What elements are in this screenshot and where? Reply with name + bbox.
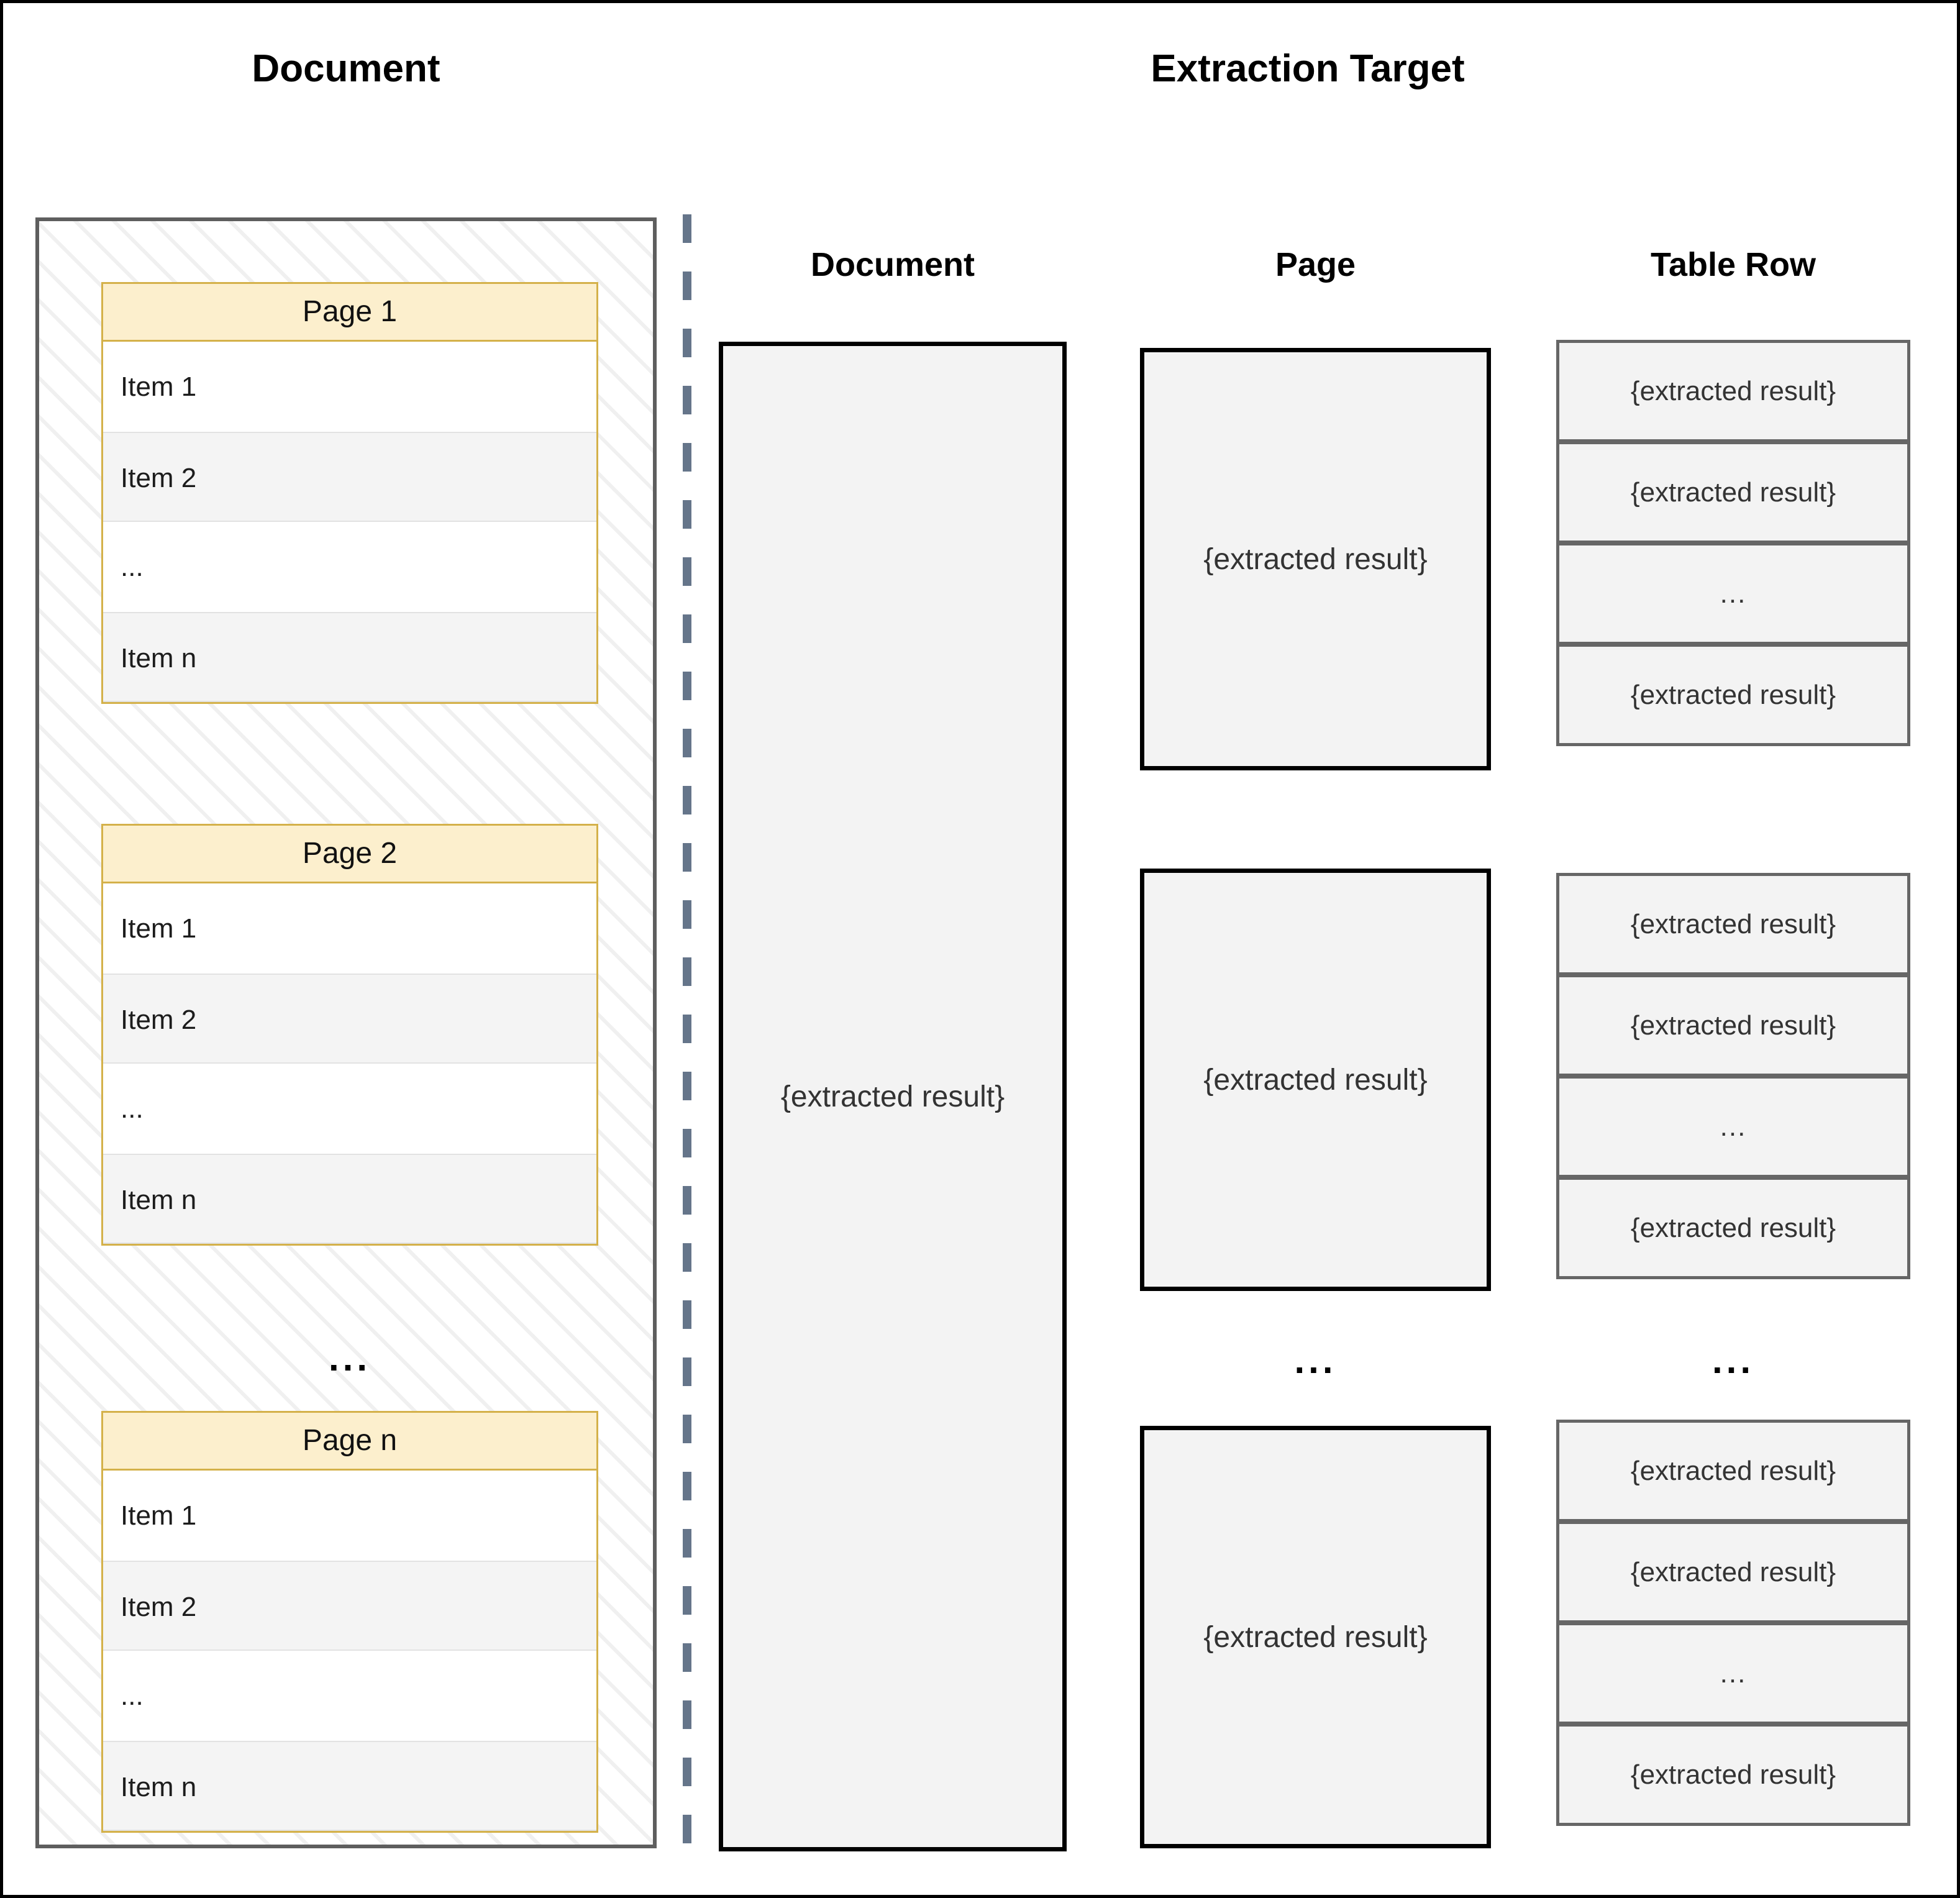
table-row-extraction-group: {extracted result} {extracted result} ..… — [1556, 340, 1910, 746]
table-row-cell: {extracted result} — [1556, 441, 1910, 544]
page-column-ellipsis: ... — [1294, 1339, 1337, 1381]
page-extraction-box: {extracted result} — [1140, 869, 1491, 1291]
table-row-cell: {extracted result} — [1556, 1723, 1910, 1826]
page-item-row: Item 2 — [103, 432, 596, 522]
extracted-result-text: {extracted result} — [1203, 1620, 1428, 1654]
document-pages-ellipsis: ... — [328, 1337, 371, 1379]
table-row-cell: {extracted result} — [1556, 1521, 1910, 1623]
table-row-cell-ellipsis: ... — [1556, 1075, 1910, 1178]
page-item-row: Item n — [103, 1154, 596, 1244]
page-extraction-box: {extracted result} — [1140, 348, 1491, 770]
page-item-row: Item 1 — [103, 883, 596, 974]
page-item-row: Item 1 — [103, 1471, 596, 1561]
page-item-row: Item 1 — [103, 342, 596, 432]
table-row-cell-ellipsis: ... — [1556, 1622, 1910, 1725]
extracted-result-text: {extracted result} — [1203, 542, 1428, 576]
table-row-cell: {extracted result} — [1556, 644, 1910, 746]
page-block-header: Page 1 — [103, 284, 596, 342]
column-header-page: Page — [1275, 246, 1356, 283]
table-row-extraction-group: {extracted result} {extracted result} ..… — [1556, 1420, 1910, 1826]
column-header-table-row: Table Row — [1650, 246, 1816, 283]
page-block-header: Page n — [103, 1413, 596, 1471]
page-item-row-ellipsis: ... — [103, 1064, 596, 1154]
document-extraction-box: {extracted result} — [719, 342, 1067, 1851]
page-title-extraction-target: Extraction Target — [1151, 47, 1465, 90]
extracted-result-text: {extracted result} — [1203, 1063, 1428, 1097]
table-row-cell: {extracted result} — [1556, 340, 1910, 442]
table-row-column-ellipsis: ... — [1712, 1339, 1754, 1381]
table-row-cell: {extracted result} — [1556, 1177, 1910, 1279]
document-page-block: Page 1 Item 1 Item 2 ... Item n — [101, 282, 598, 704]
page-item-row: Item n — [103, 612, 596, 702]
page-item-row-ellipsis: ... — [103, 1651, 596, 1741]
document-page-block: Page 2 Item 1 Item 2 ... Item n — [101, 824, 598, 1246]
column-header-document: Document — [810, 246, 975, 283]
document-panel: Page 1 Item 1 Item 2 ... Item n Page 2 I… — [35, 217, 657, 1848]
page-extraction-box: {extracted result} — [1140, 1426, 1491, 1848]
table-row-cell-ellipsis: ... — [1556, 542, 1910, 645]
page-item-row: Item 2 — [103, 1561, 596, 1651]
document-page-block: Page n Item 1 Item 2 ... Item n — [101, 1411, 598, 1833]
page-item-row: Item 2 — [103, 974, 596, 1064]
table-row-cell: {extracted result} — [1556, 974, 1910, 1077]
extracted-result-text: {extracted result} — [780, 1080, 1005, 1113]
table-row-cell: {extracted result} — [1556, 1420, 1910, 1522]
page-title-document: Document — [252, 47, 440, 90]
page-block-header: Page 2 — [103, 826, 596, 883]
table-row-extraction-group: {extracted result} {extracted result} ..… — [1556, 873, 1910, 1279]
page-item-row: Item n — [103, 1741, 596, 1831]
page-item-row-ellipsis: ... — [103, 522, 596, 612]
table-row-cell: {extracted result} — [1556, 873, 1910, 975]
vertical-dashed-divider — [683, 214, 691, 1851]
